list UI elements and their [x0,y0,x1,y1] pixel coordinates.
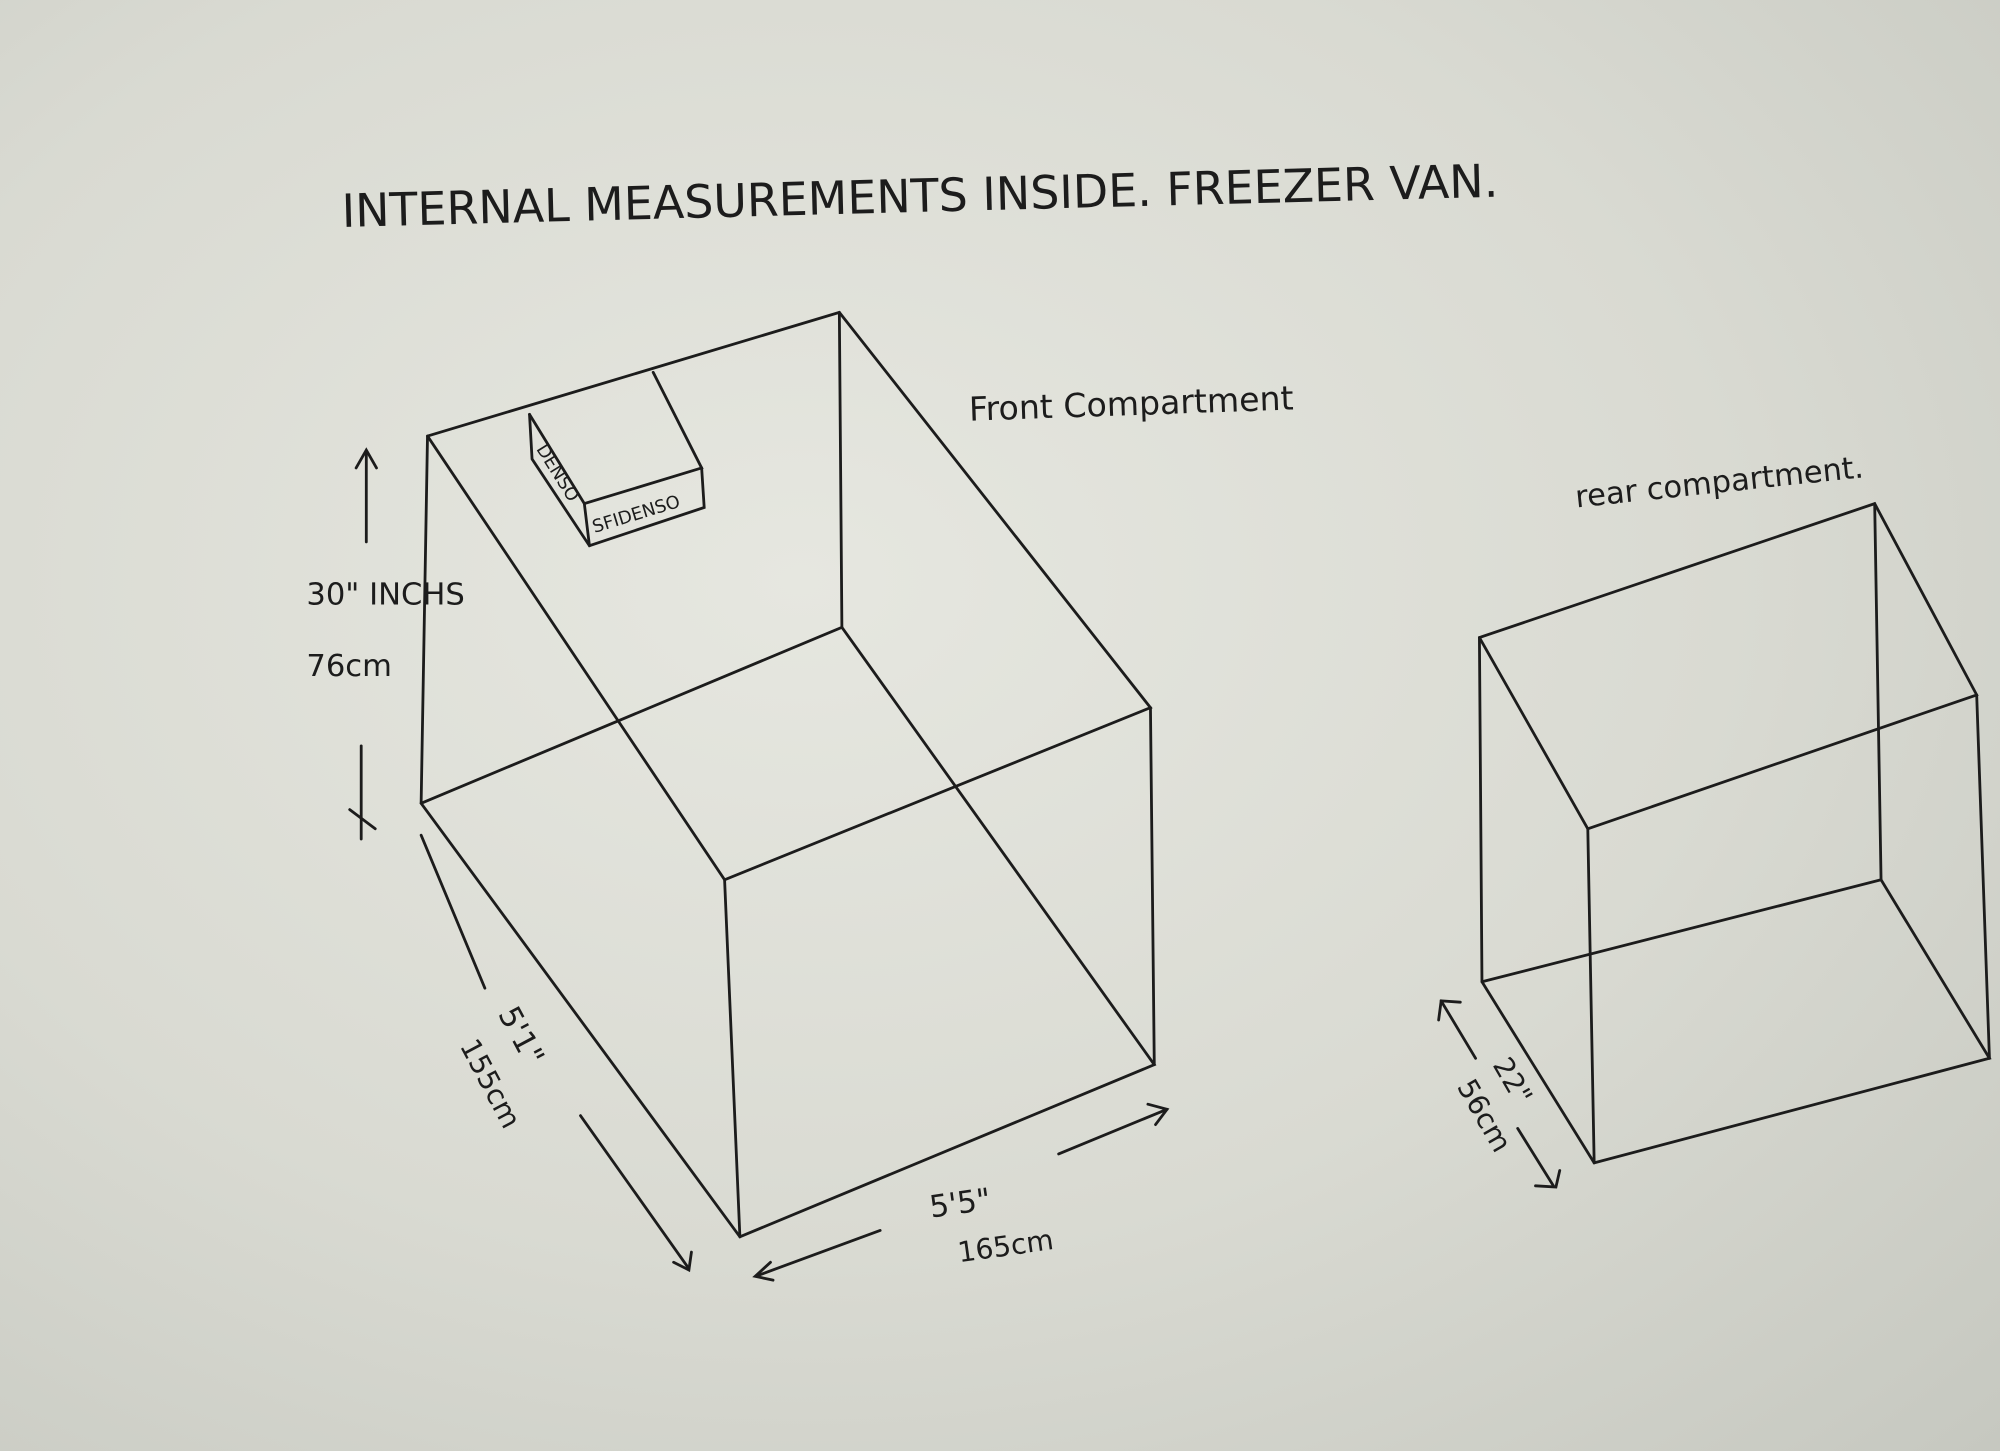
front-edge [419,434,429,805]
front-edge [837,310,844,629]
height-inches-label: 30" INCHS [306,577,464,612]
front-bottom-face [419,625,1157,1239]
front-edge [723,878,742,1239]
rear-compartment-label: rear compartment. [1573,450,1865,515]
front-edge [1149,706,1156,1067]
width-cm-label: 165cm [956,1223,1056,1269]
height-cm-label: 76cm [306,649,392,684]
height-dimension: 30" INCHS 76cm [306,447,465,841]
width-imperial-label: 5'5" [927,1182,993,1225]
front-compartment-box [419,310,1157,1239]
front-compartment-label: Front Compartment [968,378,1294,428]
rear-depth-dimension: 22" 56cm [1437,999,1562,1189]
rear-compartment-box [1478,501,1992,1165]
length-dimension: 5'1" 155cm [419,833,693,1273]
diagram-title: INTERNAL MEASUREMENTS INSIDE. FREEZER VA… [341,154,1499,238]
length-imperial-label: 5'1" [491,1001,551,1072]
width-dimension: 5'5" 165cm [752,1102,1170,1282]
